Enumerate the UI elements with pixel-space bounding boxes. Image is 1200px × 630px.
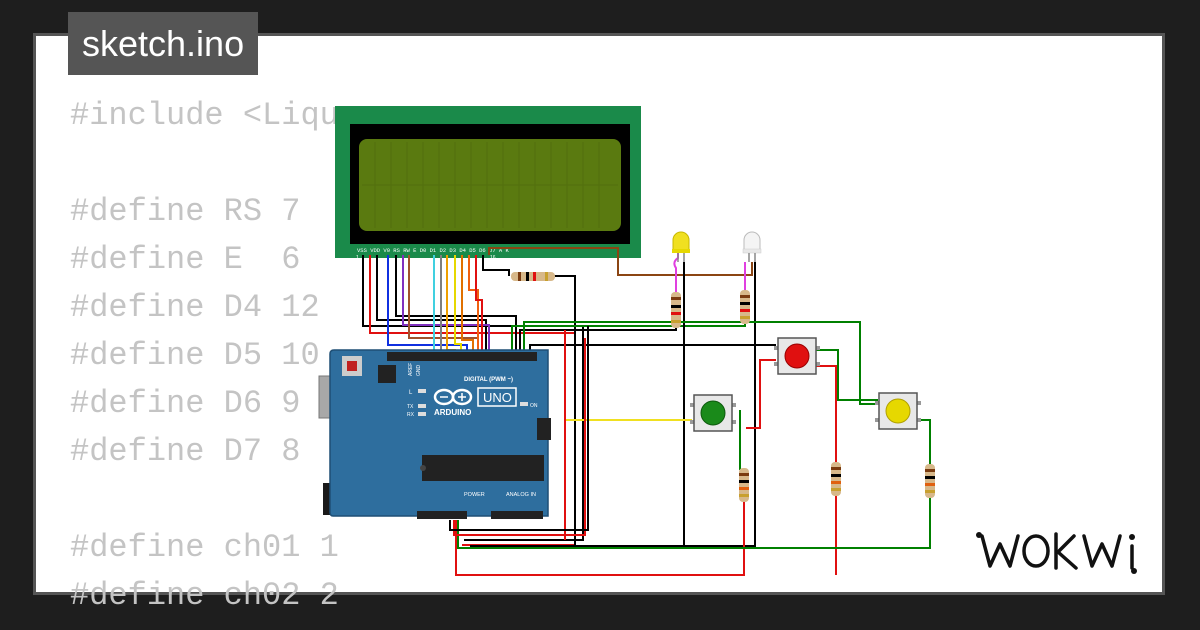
led-white[interactable] [742,231,762,262]
gnd-label: GND [416,365,422,377]
lcd-pin-first-label: 1 [356,255,359,261]
code-line: #define ch01 1 [70,529,339,566]
resistor[interactable] [739,468,749,502]
analog-label: ANALOG IN [506,492,536,498]
arduino-label: ARDUINO [434,408,471,417]
resistor[interactable] [511,272,555,281]
code-line: #define D7 8 [70,433,301,470]
code-line: #define D6 9 [70,385,301,422]
lcd-display[interactable]: VSS VDD V0 RS RW E D0 D1 D2 D3 D4 D5 D6 … [335,106,641,261]
code-line: #include <Liqu [70,97,339,134]
resistor[interactable] [925,464,935,498]
l-label: L [409,390,413,396]
uno-label: UNO [483,390,512,405]
aref-label: AREF [408,363,414,376]
wires [362,247,931,576]
pushbutton-yellow[interactable] [875,392,921,430]
code-line: #define RS 7 [70,193,301,230]
pushbutton-red[interactable] [774,337,820,375]
pushbutton-green[interactable] [690,394,736,432]
code-preview: #include <Liqu #define RS 7 #define E 6 #de… [70,92,339,620]
code-line: #define D4 12 [70,289,320,326]
lcd-pin-labels: VSS VDD V0 RS RW E D0 D1 D2 D3 D4 D5 D6 … [357,247,510,254]
resistor[interactable] [671,292,681,328]
lcd-pin-last-label: 16 [490,255,496,261]
file-tab[interactable]: sketch.ino [68,12,259,75]
on-label: ON [530,403,538,409]
wokwi-logo [976,532,1137,574]
led-yellow[interactable] [672,231,690,262]
resistor[interactable] [831,462,841,496]
power-label: POWER [464,492,485,498]
arduino-uno-board[interactable]: AREF GND DIGITAL (PWM ~) L TX RX UNO ARD… [318,349,551,519]
rx-label: RX [407,412,415,418]
resistor[interactable] [740,290,750,324]
code-line: #define E 6 [70,241,301,278]
digital-label: DIGITAL (PWM ~) [464,377,513,383]
code-line: #define D5 10 [70,337,320,374]
arduino-logo-icon [433,388,473,406]
tx-label: TX [407,404,414,410]
code-line: #define ch02 2 [70,577,339,614]
